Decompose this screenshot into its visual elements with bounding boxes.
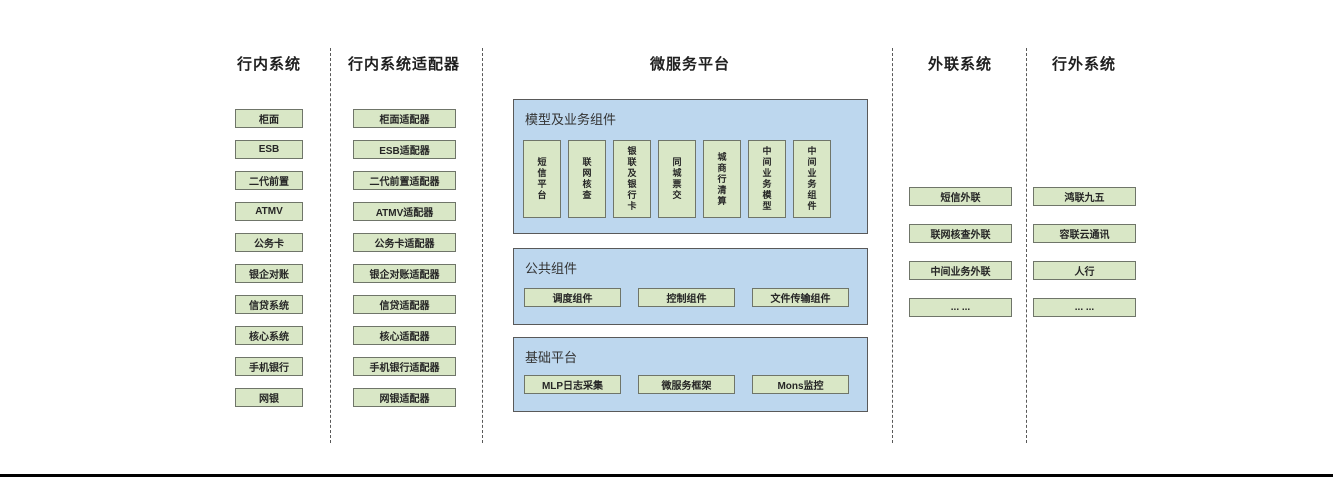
node-box: ESB [235,140,303,159]
panel-title: 公共组件 [525,261,578,276]
column-title-microservice-platform: 微服务平台 [649,56,730,73]
column-external-systems: 短信外联 联网核查外联 中间业务外联 ... ... [909,187,1012,317]
node-box: 短信平台 [523,140,561,218]
node-box: 短信外联 [909,187,1012,206]
node-row: 调度组件 控制组件 文件传输组件 [524,288,849,307]
node-box: 核心适配器 [353,326,456,345]
node-box: ATMV [235,202,303,221]
panel-base-platform: 基础平台 MLP日志采集 微服务框架 Mons监控 [513,337,868,412]
node-box: 银联及银行卡 [613,140,651,218]
node-box: 公务卡适配器 [353,233,456,252]
node-box: 联网核查 [568,140,606,218]
node-box: 二代前置适配器 [353,171,456,190]
node-box: 银企对账适配器 [353,264,456,283]
column-title-outside-systems: 行外系统 [1051,56,1116,73]
node-box: ... ... [1033,298,1136,317]
node-box: 手机银行 [235,357,303,376]
node-box: 银企对账 [235,264,303,283]
panel-title: 模型及业务组件 [525,112,617,127]
node-box: 控制组件 [638,288,735,307]
node-box: 网银 [235,388,303,407]
panel-title: 基础平台 [525,350,578,365]
column-internal-systems: 柜面 ESB 二代前置 ATMV 公务卡 银企对账 信贷系统 核心系统 手机银行… [235,109,303,407]
column-separator [1026,48,1027,443]
column-separator [482,48,483,443]
node-box: 柜面 [235,109,303,128]
panel-model-business-components: 模型及业务组件 短信平台 联网核查 银联及银行卡 同城票交 城商行清算 中间业务… [513,99,868,234]
column-title-internal-adapters: 行内系统适配器 [347,56,460,73]
node-box: 核心系统 [235,326,303,345]
column-title-external-systems: 外联系统 [927,56,992,73]
node-box: 城商行清算 [703,140,741,218]
node-row: MLP日志采集 微服务框架 Mons监控 [524,375,849,394]
node-box: 微服务框架 [638,375,735,394]
node-box: 公务卡 [235,233,303,252]
node-box: 柜面适配器 [353,109,456,128]
node-box: 鸿联九五 [1033,187,1136,206]
vertical-node-row: 短信平台 联网核查 银联及银行卡 同城票交 城商行清算 中间业务模型 中间业务组… [523,140,831,218]
column-title-internal-systems: 行内系统 [236,56,301,73]
node-box: 中间业务组件 [793,140,831,218]
node-box: 同城票交 [658,140,696,218]
node-box: 网银适配器 [353,388,456,407]
node-box: 调度组件 [524,288,621,307]
node-box: 容联云通讯 [1033,224,1136,243]
node-box: 中间业务模型 [748,140,786,218]
node-box: MLP日志采集 [524,375,621,394]
node-box: Mons监控 [752,375,849,394]
column-internal-adapters: 柜面适配器 ESB适配器 二代前置适配器 ATMV适配器 公务卡适配器 银企对账… [353,109,456,407]
node-box: 二代前置 [235,171,303,190]
column-separator [330,48,331,443]
node-box: 信贷适配器 [353,295,456,314]
panel-common-components: 公共组件 调度组件 控制组件 文件传输组件 [513,248,868,325]
bottom-border-line [0,474,1333,477]
column-outside-systems: 鸿联九五 容联云通讯 人行 ... ... [1033,187,1136,317]
node-box: 手机银行适配器 [353,357,456,376]
node-box: 联网核查外联 [909,224,1012,243]
node-box: 中间业务外联 [909,261,1012,280]
node-box: 文件传输组件 [752,288,849,307]
node-box: 信贷系统 [235,295,303,314]
node-box: ATMV适配器 [353,202,456,221]
node-box: ESB适配器 [353,140,456,159]
node-box: 人行 [1033,261,1136,280]
column-separator [892,48,893,443]
node-box: ... ... [909,298,1012,317]
